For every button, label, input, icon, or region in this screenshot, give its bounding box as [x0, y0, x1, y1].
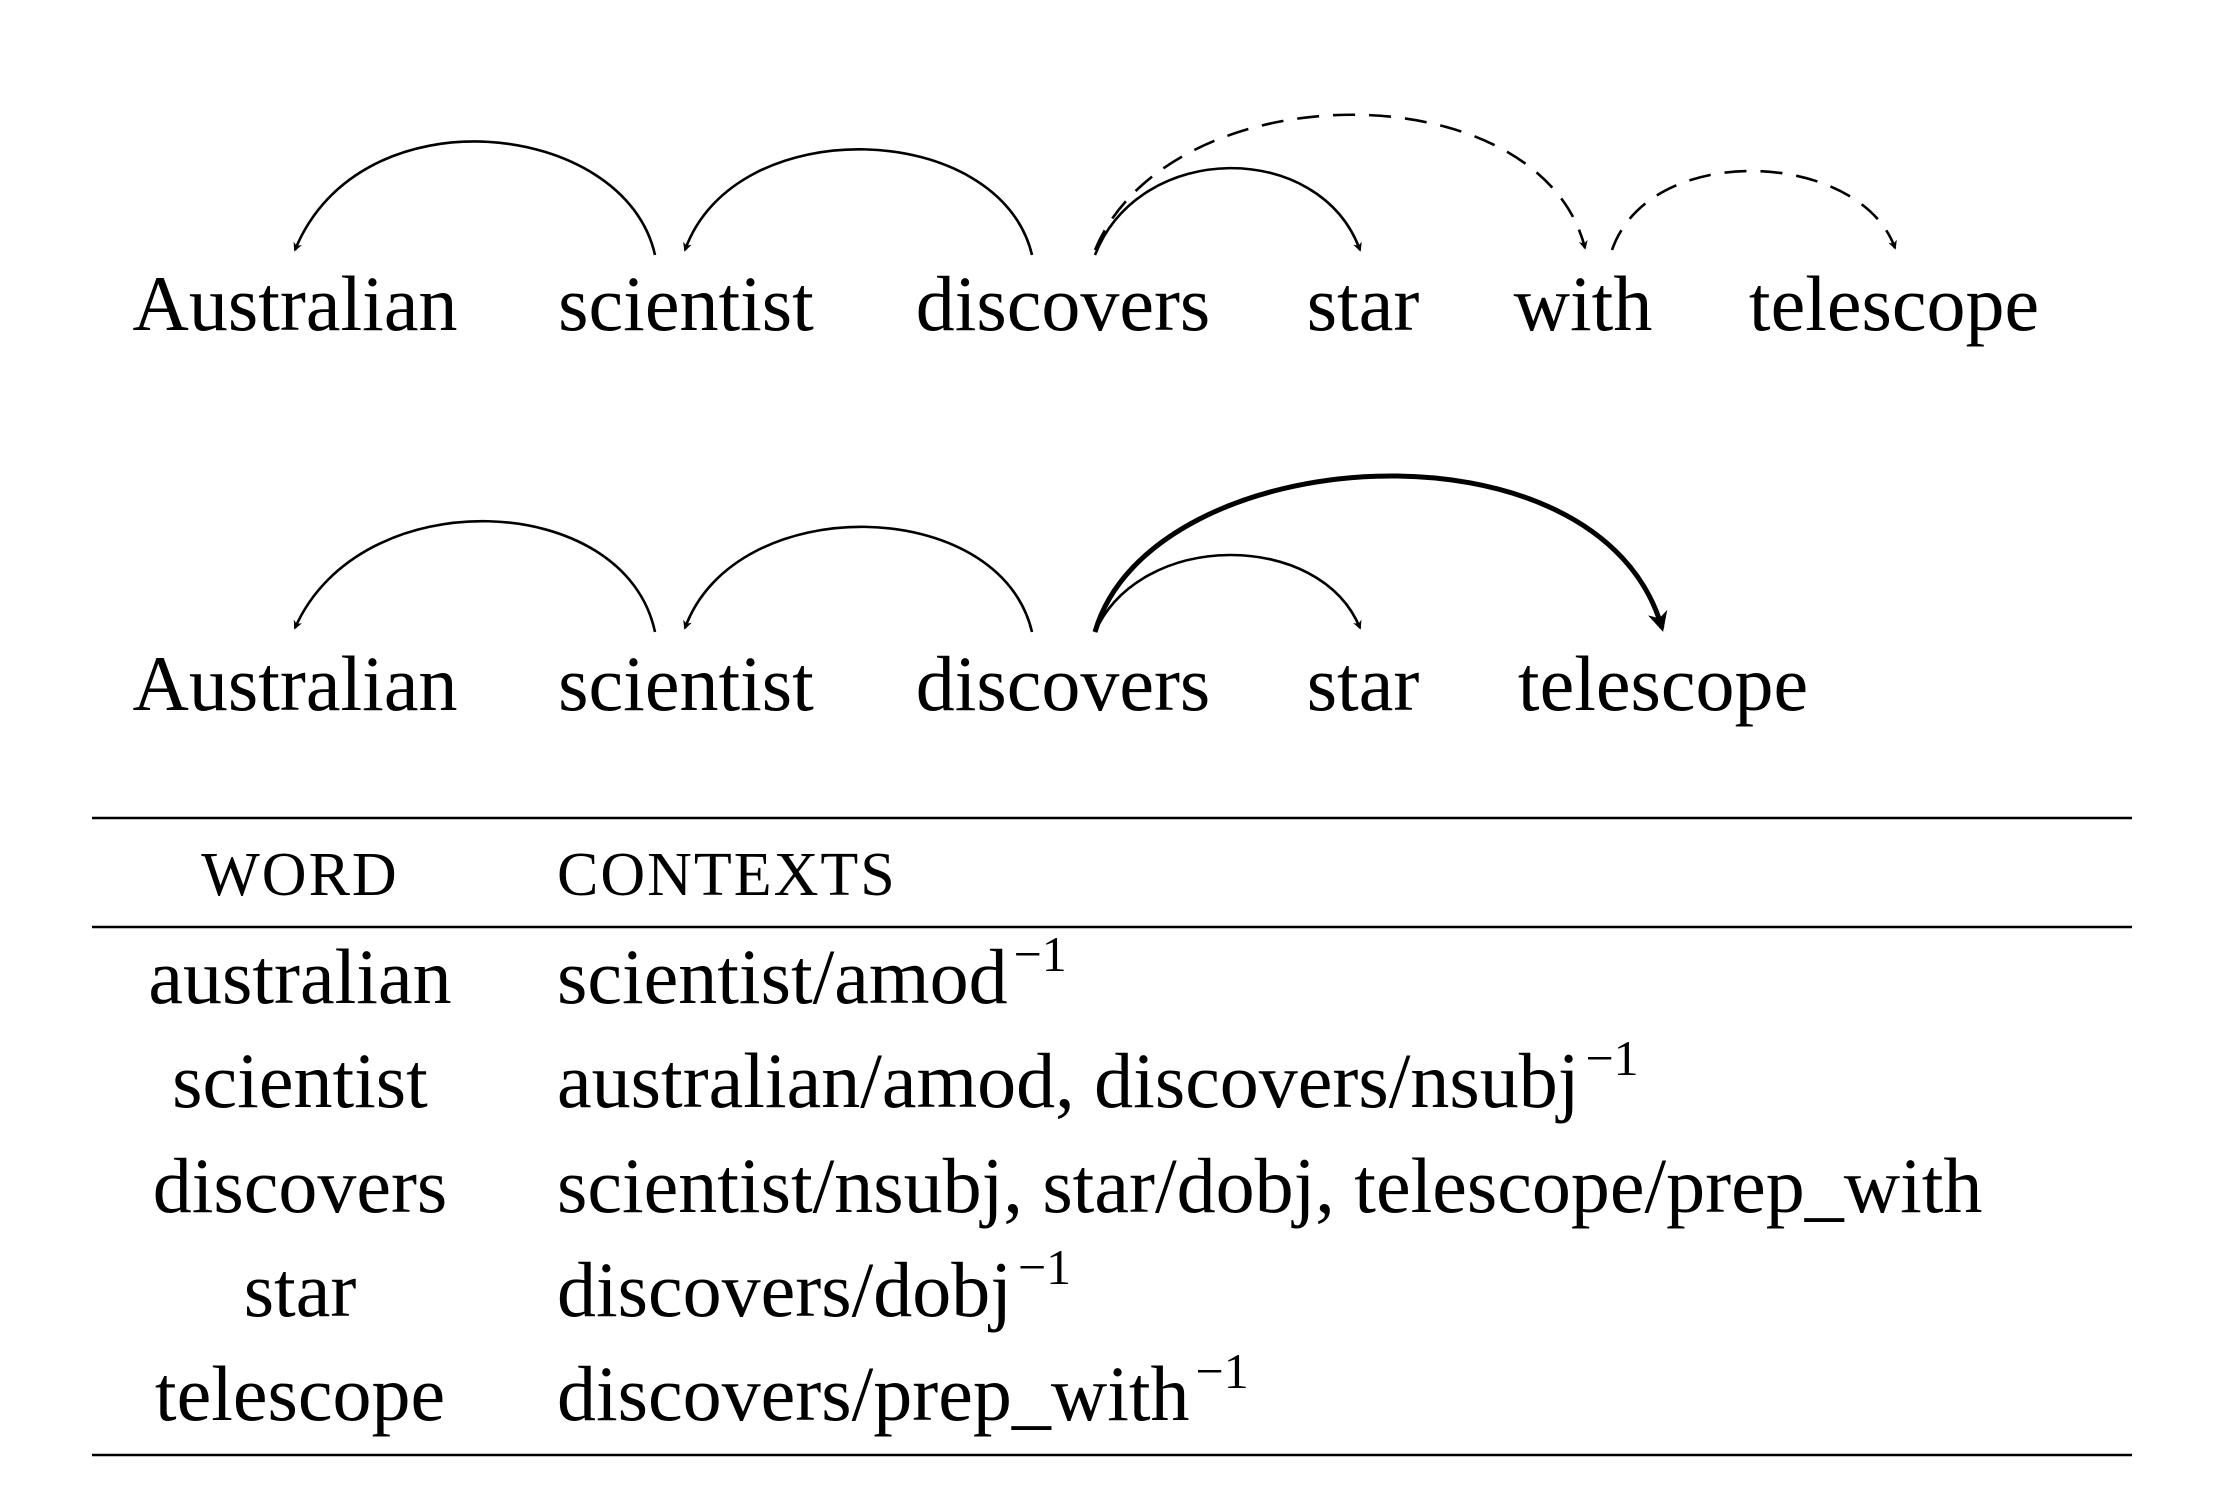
arc-scientist-to-australian-bottom	[293, 519, 657, 633]
row-1-word: australian	[148, 933, 451, 1020]
header-word: WORD	[201, 841, 398, 909]
bottom-dependency-diagram: Australian scientist discovers star tele…	[133, 473, 1808, 727]
bottom-word-3: discovers	[916, 640, 1211, 727]
bottom-word-4: star	[1307, 640, 1420, 727]
top-dependency-diagram: Australian scientist discovers star with…	[133, 113, 2039, 347]
row-5-word: telescope	[155, 1350, 445, 1437]
bottom-word-2: scientist	[558, 640, 814, 727]
arc-discovers-to-star	[1093, 166, 1362, 256]
row-3-contexts: scientist/nsubj, star/dobj, telescope/pr…	[557, 1142, 1982, 1229]
row-2-word: scientist	[172, 1037, 428, 1124]
top-word-6: telescope	[1749, 260, 2039, 347]
row-5-contexts: discovers/prep_with−1	[557, 1343, 1249, 1437]
row-4-word: star	[244, 1246, 357, 1333]
top-word-4: star	[1307, 260, 1420, 347]
arc-scientist-to-australian	[293, 140, 657, 256]
arc-with-to-telescope-dashed	[1610, 169, 1897, 251]
arc-discovers-to-with-dashed	[1093, 113, 1588, 251]
arc-discovers-to-scientist	[683, 148, 1034, 256]
row-4-contexts: discovers/dobj−1	[557, 1239, 1071, 1333]
top-word-3: discovers	[916, 260, 1211, 347]
word-contexts-table: WORD CONTEXTS australian scientist/amod−…	[92, 816, 2132, 1457]
arc-discovers-to-telescope-bold	[1092, 473, 1668, 633]
arc-discovers-to-scientist-bottom	[683, 525, 1034, 633]
top-word-5: with	[1514, 260, 1653, 347]
row-2-contexts: australian/amod, discovers/nsubj−1	[557, 1030, 1639, 1124]
row-1-contexts: scientist/amod−1	[557, 926, 1067, 1020]
header-contexts: CONTEXTS	[557, 841, 897, 909]
top-word-1: Australian	[133, 260, 458, 347]
bottom-word-5: telescope	[1518, 640, 1808, 727]
bottom-word-1: Australian	[133, 640, 458, 727]
row-3-word: discovers	[153, 1142, 448, 1229]
arc-discovers-to-star-bottom	[1093, 553, 1362, 633]
top-word-2: scientist	[558, 260, 814, 347]
